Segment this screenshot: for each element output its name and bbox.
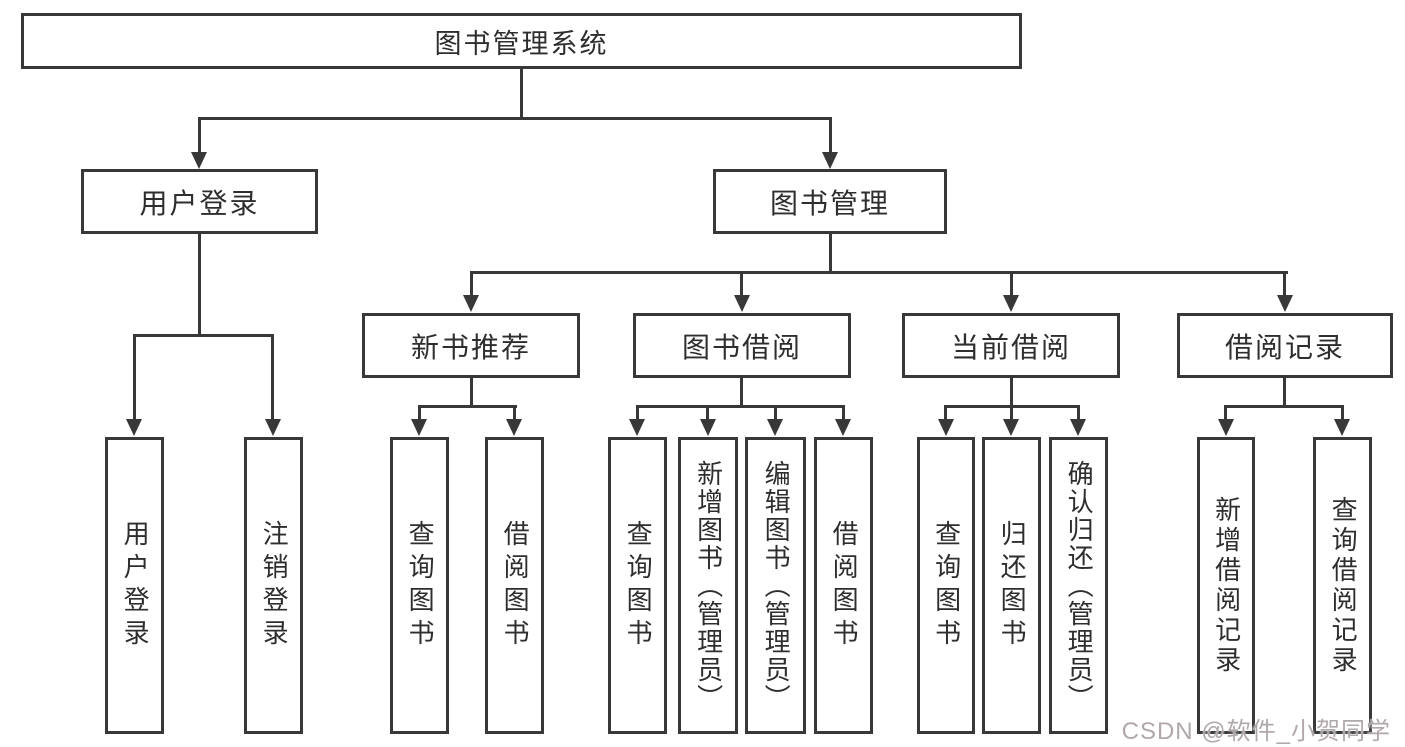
csdn-watermark: CSDN @软件_小贺同学 [1121, 718, 1391, 745]
leaf-borrow-books-recommend: 借阅图书 [485, 437, 544, 734]
leaf-edit-books-admin: 编辑图书（管理员） [745, 437, 806, 734]
node-label: 用户登录 [139, 187, 260, 219]
connector-line [1224, 405, 1227, 421]
leaf-user-login: 用户登录 [105, 437, 164, 734]
connector-line [470, 271, 1288, 274]
connector-line [1010, 378, 1013, 407]
connector-line [740, 271, 743, 297]
connector-line [271, 334, 274, 421]
connector-line [198, 117, 832, 120]
connector-line [829, 117, 832, 155]
node-label: 借阅记录 [1224, 331, 1345, 363]
connector-line [944, 405, 947, 421]
connector-line [520, 68, 523, 118]
connector-line [1283, 378, 1286, 407]
leaf-label: 注销登录 [259, 519, 290, 652]
node-label: 新书推荐 [410, 331, 531, 363]
node-book-management: 图书管理 [713, 169, 947, 234]
leaf-label: 借阅图书 [500, 519, 531, 652]
arrow-down-icon [463, 295, 479, 312]
arrow-down-icon [191, 152, 207, 169]
node-current-borrowing: 当前借阅 [902, 313, 1120, 378]
arrow-down-icon [411, 419, 427, 436]
arrow-down-icon [822, 152, 838, 169]
arrow-down-icon [506, 419, 522, 436]
connector-line [470, 271, 473, 297]
node-user-login: 用户登录 [81, 169, 318, 234]
arrow-down-icon [1003, 419, 1019, 436]
connector-line [198, 117, 201, 155]
arrow-down-icon [734, 295, 750, 312]
leaf-label: 编辑图书（管理员） [761, 459, 792, 712]
node-borrow-records: 借阅记录 [1177, 313, 1393, 378]
connector-line [842, 405, 845, 421]
arrow-down-icon [1334, 419, 1350, 436]
connector-line [133, 334, 274, 337]
arrow-down-icon [835, 419, 851, 436]
leaf-query-books-borrowing: 查询图书 [608, 437, 667, 734]
leaf-borrow-books: 借阅图书 [814, 437, 873, 734]
arrow-down-icon [1070, 419, 1086, 436]
node-label: 图书管理 [769, 187, 890, 219]
leaf-label: 查询借阅记录 [1328, 495, 1359, 676]
connector-line [636, 405, 639, 421]
connector-line [1341, 405, 1344, 421]
connector-line [133, 334, 136, 421]
connector-line [198, 234, 201, 336]
leaf-label: 新增图书（管理员） [693, 459, 724, 712]
connector-line [418, 405, 517, 408]
leaf-query-books-recommend: 查询图书 [390, 437, 449, 734]
connector-line [1077, 405, 1080, 421]
arrow-down-icon [767, 419, 783, 436]
arrow-down-icon [126, 419, 142, 436]
leaf-label: 新增借阅记录 [1211, 495, 1242, 676]
node-label: 图书管理系统 [434, 28, 609, 59]
node-book-borrowing: 图书借阅 [633, 313, 851, 378]
node-library-management-system: 图书管理系统 [21, 13, 1022, 69]
arrow-down-icon [938, 419, 954, 436]
node-label: 图书借阅 [681, 331, 802, 363]
leaf-label: 归还图书 [997, 519, 1028, 652]
leaf-logout: 注销登录 [244, 437, 303, 734]
connector-line [470, 378, 473, 407]
connector-line [829, 234, 832, 273]
leaf-return-books: 归还图书 [982, 437, 1041, 734]
arrow-down-icon [265, 419, 281, 436]
leaf-label: 查询图书 [623, 519, 654, 652]
leaf-add-borrow-record: 新增借阅记录 [1197, 437, 1255, 734]
connector-line [706, 405, 709, 421]
node-label: 当前借阅 [950, 331, 1071, 363]
connector-line [418, 405, 421, 421]
node-new-book-recommend: 新书推荐 [362, 313, 580, 378]
connector-line [636, 405, 845, 408]
connector-line [774, 405, 777, 421]
arrow-down-icon [1277, 295, 1293, 312]
leaf-query-borrow-record: 查询借阅记录 [1313, 437, 1372, 734]
leaf-confirm-return-admin: 确认归还（管理员） [1049, 437, 1108, 734]
connector-line [1283, 271, 1286, 297]
leaf-label: 借阅图书 [829, 519, 860, 652]
arrow-down-icon [1003, 295, 1019, 312]
connector-line [740, 378, 743, 407]
arrow-down-icon [700, 419, 716, 436]
connector-line [1010, 405, 1013, 421]
leaf-add-books-admin: 新增图书（管理员） [678, 437, 738, 734]
leaf-label: 用户登录 [120, 519, 151, 652]
leaf-label: 确认归还（管理员） [1064, 459, 1095, 712]
connector-line [1010, 271, 1013, 297]
connector-line [1224, 405, 1344, 408]
arrow-down-icon [1218, 419, 1234, 436]
leaf-query-books-current: 查询图书 [917, 437, 975, 734]
arrow-down-icon [629, 419, 645, 436]
leaf-label: 查询图书 [931, 519, 962, 652]
leaf-label: 查询图书 [405, 519, 436, 652]
connector-line [513, 405, 516, 421]
